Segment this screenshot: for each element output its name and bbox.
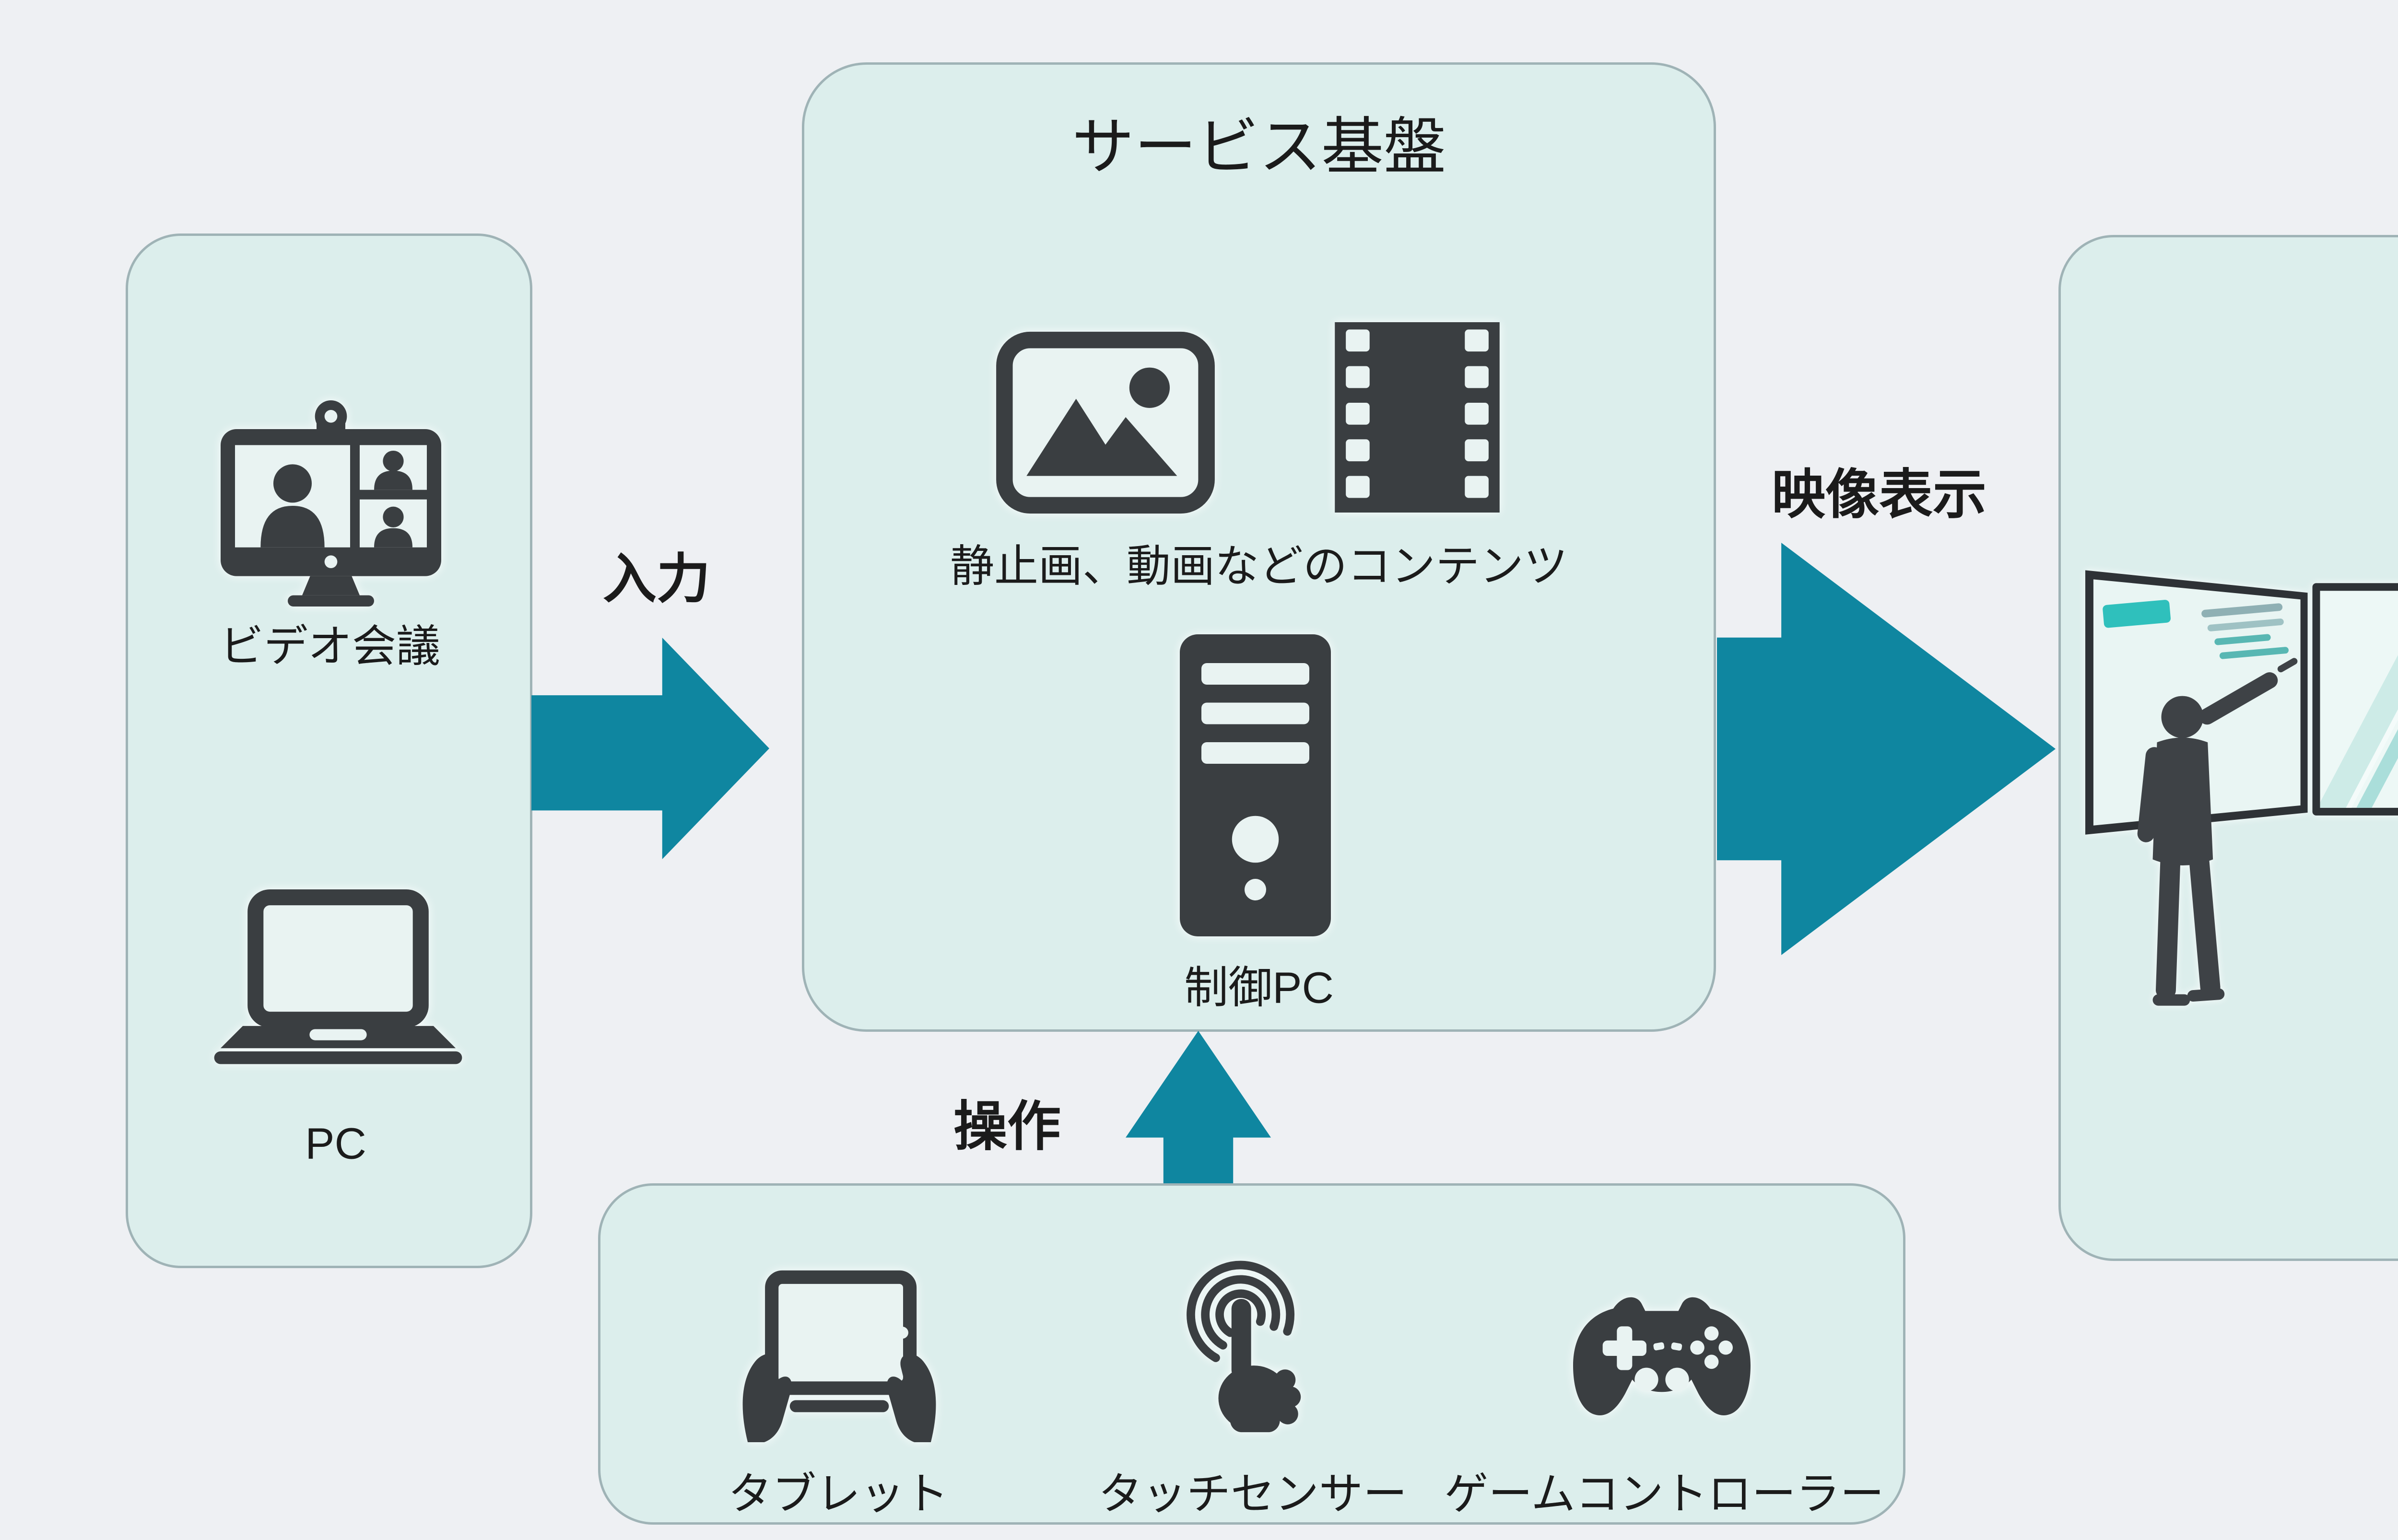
tablet-icon	[742, 1270, 936, 1442]
input-arrow-label: 入力	[603, 549, 710, 609]
game-controller-label: ゲームコントローラー	[1444, 1470, 1884, 1519]
input-sources-panel	[126, 233, 532, 1268]
image-icon	[996, 331, 1215, 514]
operation-arrow	[1126, 1031, 1271, 1183]
video-conference-label: ビデオ会議	[219, 622, 441, 671]
control-pc-tower-icon	[1180, 634, 1331, 936]
content-caption: 静止画、動画などのコンテンツ	[950, 542, 1568, 591]
service-platform-title: サービス基盤	[1071, 112, 1446, 182]
control-pc-label: 制御PC	[1184, 963, 1334, 1013]
game-controller-icon	[1573, 1297, 1751, 1416]
display-arrow-label: 映像表示	[1772, 465, 1987, 525]
pc-label: PC	[305, 1119, 366, 1168]
touch-sensor-label: タッチセンサー	[1098, 1470, 1408, 1519]
multi-display-viewers-illustration	[2085, 570, 2398, 1006]
touch-sensor-icon	[1187, 1260, 1301, 1433]
video-conference-icon	[221, 400, 441, 607]
laptop-icon	[214, 889, 462, 1064]
display-output-arrow	[1717, 543, 2056, 955]
person-pointing	[2137, 658, 2298, 1006]
film-strip-icon	[1335, 322, 1500, 513]
tablet-label: タブレット	[728, 1470, 949, 1519]
input-arrow	[531, 638, 769, 859]
operation-arrow-label: 操作	[953, 1097, 1061, 1156]
